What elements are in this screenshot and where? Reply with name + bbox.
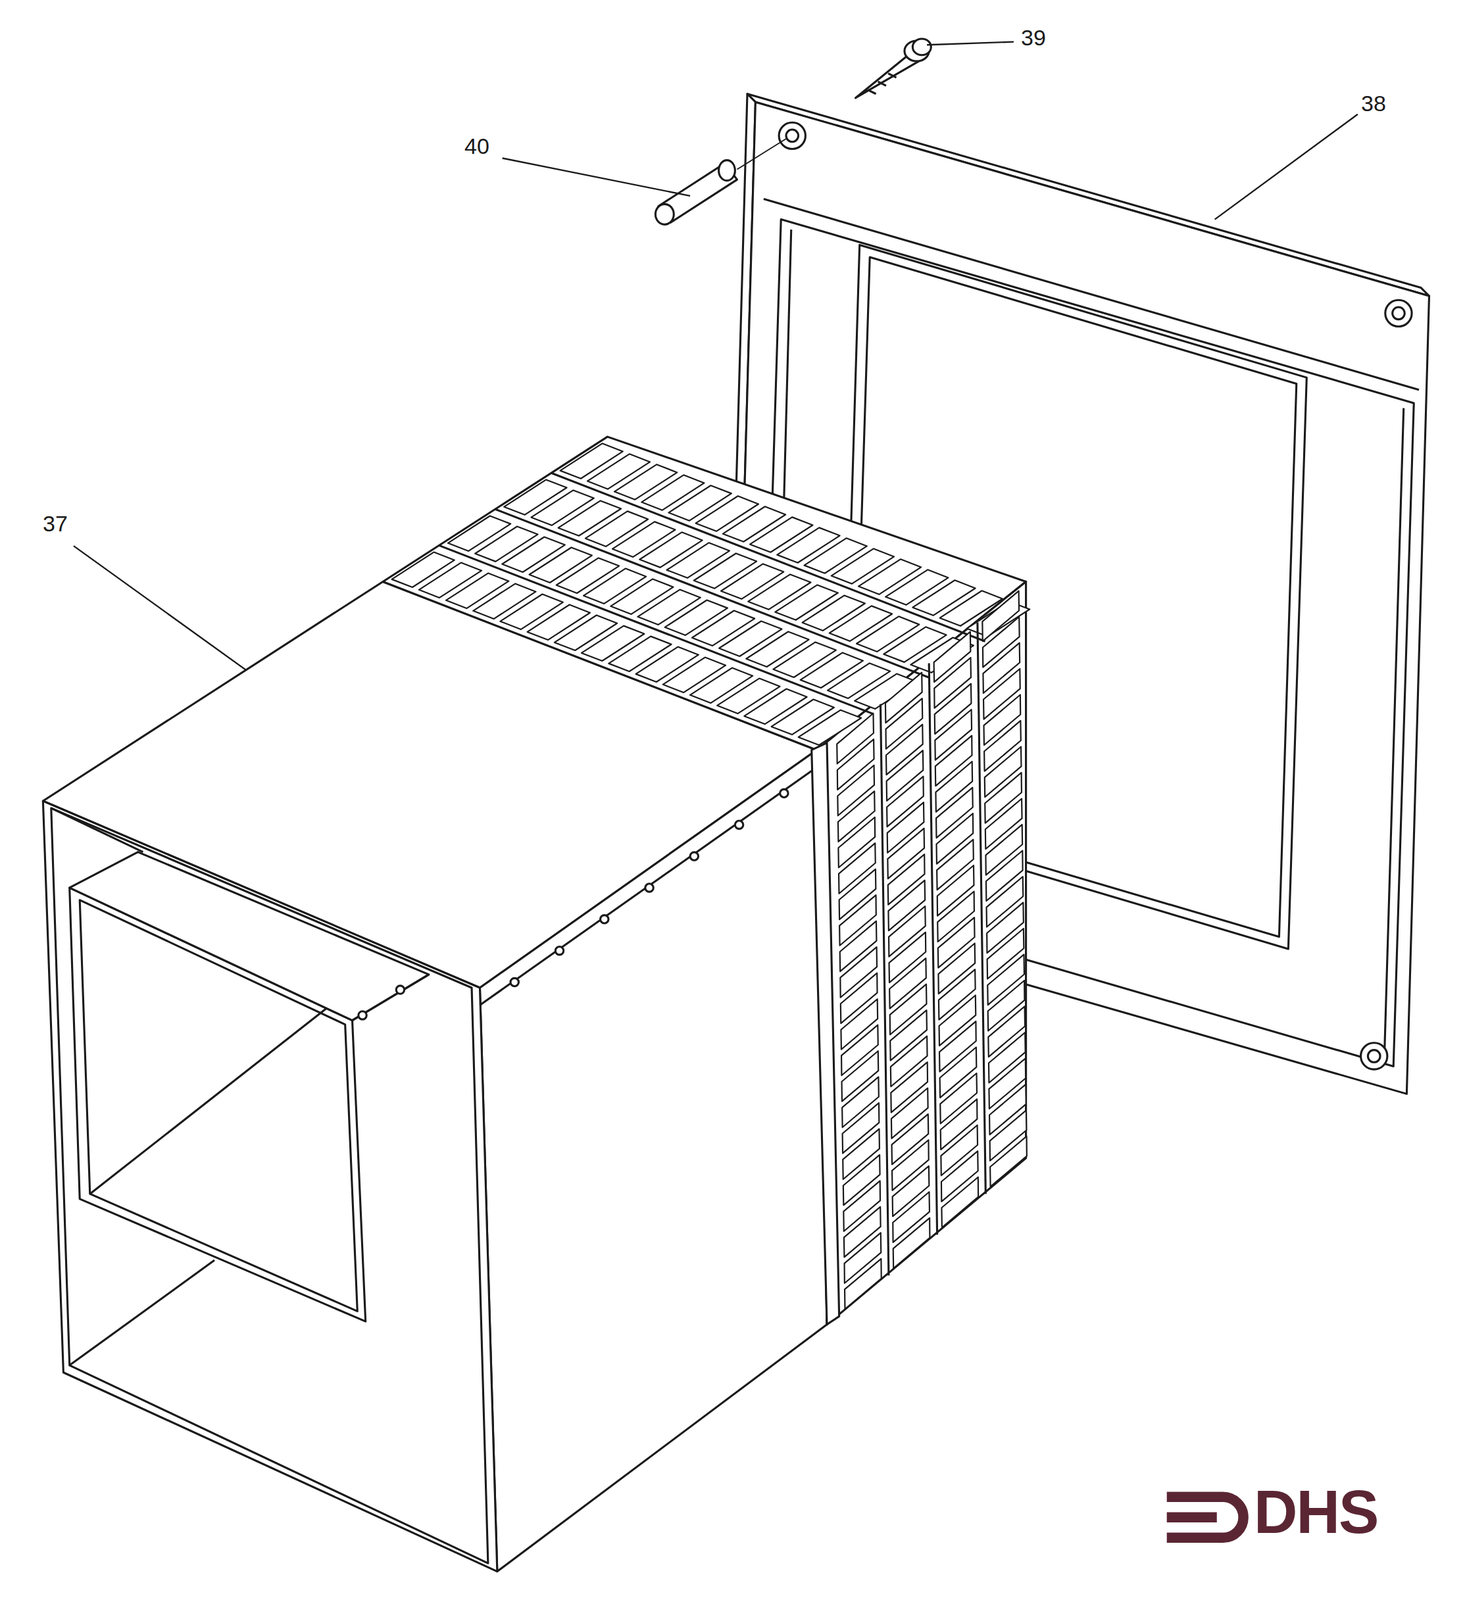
- logo-mark-bar: [1167, 1513, 1217, 1524]
- callout-number: 37: [42, 512, 68, 535]
- screw-thread: [888, 73, 896, 78]
- grille-rib: [551, 472, 985, 642]
- grille-lip: [811, 743, 840, 1325]
- frame-hole: [1385, 299, 1412, 327]
- rivet-hole: [555, 946, 564, 955]
- frame-hole: [1367, 1050, 1381, 1064]
- rivet-hole: [510, 978, 519, 987]
- inner-duct-edge: [90, 1008, 327, 1194]
- sleeve-opening: [51, 808, 489, 1564]
- plug-end: [655, 203, 674, 225]
- sleeve-inner-edge: [51, 808, 144, 853]
- grille-slot: [941, 1177, 979, 1228]
- sleeve-front: [42, 801, 497, 1573]
- rivet-hole: [734, 820, 743, 829]
- frame-hole: [778, 122, 806, 149]
- callout-number: 38: [1361, 92, 1387, 115]
- grille-slot: [844, 1259, 882, 1310]
- rivet-hole: [780, 789, 789, 798]
- grille-slot: [893, 1218, 931, 1269]
- screw-washer: [912, 38, 931, 56]
- rivet-hole: [358, 1011, 367, 1020]
- frame-line: [1384, 408, 1404, 1062]
- plug-collar: [719, 160, 736, 181]
- sleeve-inner-edge: [69, 1260, 215, 1366]
- grille-slot: [990, 1136, 1027, 1187]
- insert-line: [736, 138, 786, 170]
- leader-line: [502, 158, 691, 197]
- frame-hole: [1361, 1043, 1388, 1070]
- frame-inner-lip: [852, 257, 1297, 937]
- frame-inner-lip: [842, 244, 1307, 950]
- leader-line: [926, 42, 1014, 46]
- leader-line: [1215, 114, 1358, 220]
- inner-duct-edge: [352, 974, 429, 1021]
- grille-side: [817, 581, 1027, 1325]
- frame-opening: [760, 219, 1414, 1068]
- frame-hole: [786, 129, 799, 143]
- screw-thread: [867, 90, 876, 95]
- rivet-hole: [600, 915, 609, 924]
- callout-number: 40: [464, 134, 490, 158]
- sleeve-side: [479, 749, 827, 1572]
- callout-number: 39: [1020, 26, 1046, 49]
- inner-duct-top: [69, 852, 429, 1021]
- logo-mark-outer: [1167, 1497, 1244, 1539]
- frame-hole: [1392, 307, 1406, 320]
- rivet-hole: [396, 986, 404, 994]
- screw-thread: [878, 81, 887, 86]
- logo-mark: [1167, 1497, 1244, 1539]
- rivet-hole: [690, 852, 698, 861]
- logo-text: DHS: [1253, 1482, 1378, 1543]
- sleeve-flange: [479, 767, 817, 1006]
- rivet-hole: [645, 884, 654, 893]
